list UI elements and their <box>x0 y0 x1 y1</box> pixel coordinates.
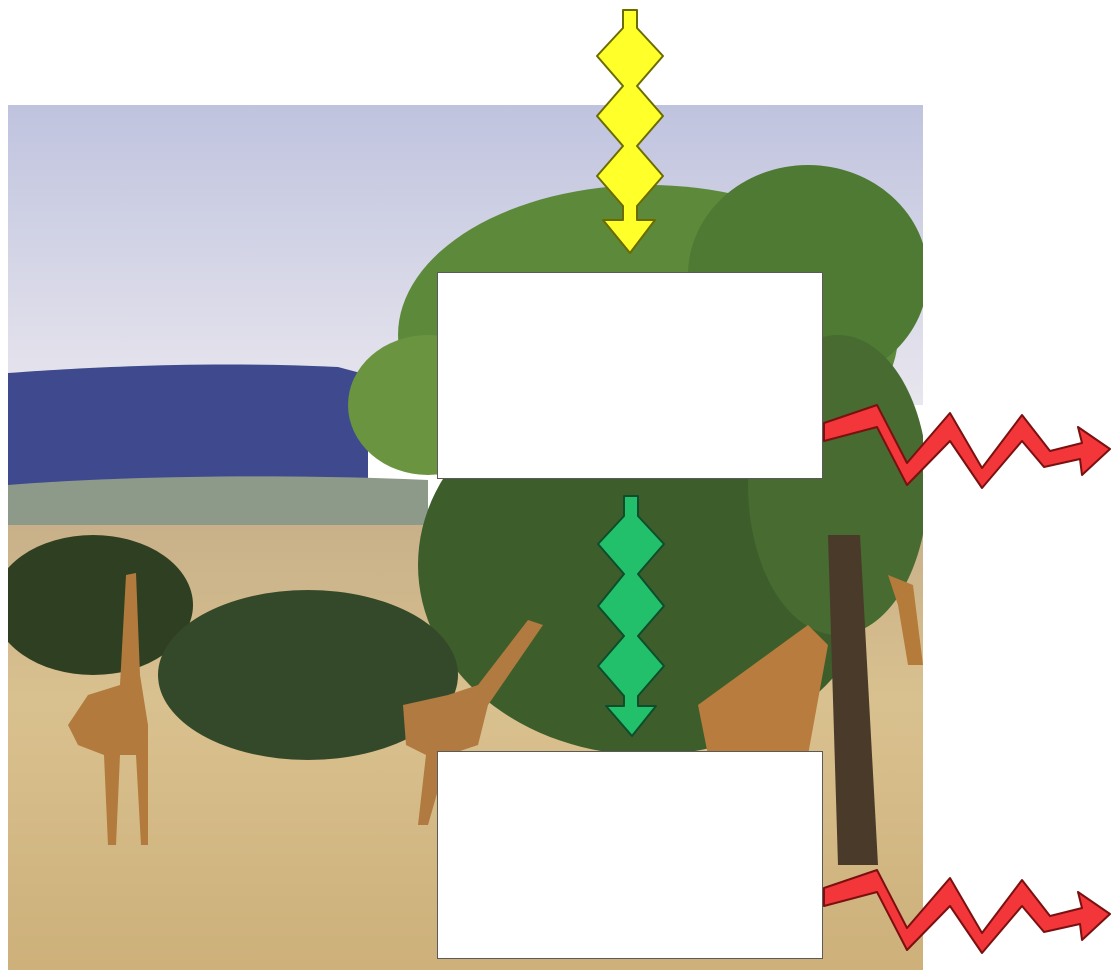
giraffe-right <box>698 625 828 765</box>
hills <box>8 364 368 505</box>
giraffe-far-right <box>888 575 923 665</box>
outgoing-zigzag-arrow-top-icon <box>823 404 1111 489</box>
blank-box-bottom <box>437 751 823 959</box>
giraffe-left <box>68 573 148 845</box>
bush-left <box>8 535 193 675</box>
blank-box-top <box>437 272 823 479</box>
tree-trunk <box>828 535 878 865</box>
incoming-zigzag-arrow-icon <box>596 9 664 254</box>
outgoing-zigzag-arrow-bottom-icon <box>823 869 1111 954</box>
internal-zigzag-arrow-icon <box>597 495 665 737</box>
acacia-bush <box>158 590 458 760</box>
ridge <box>8 476 428 535</box>
